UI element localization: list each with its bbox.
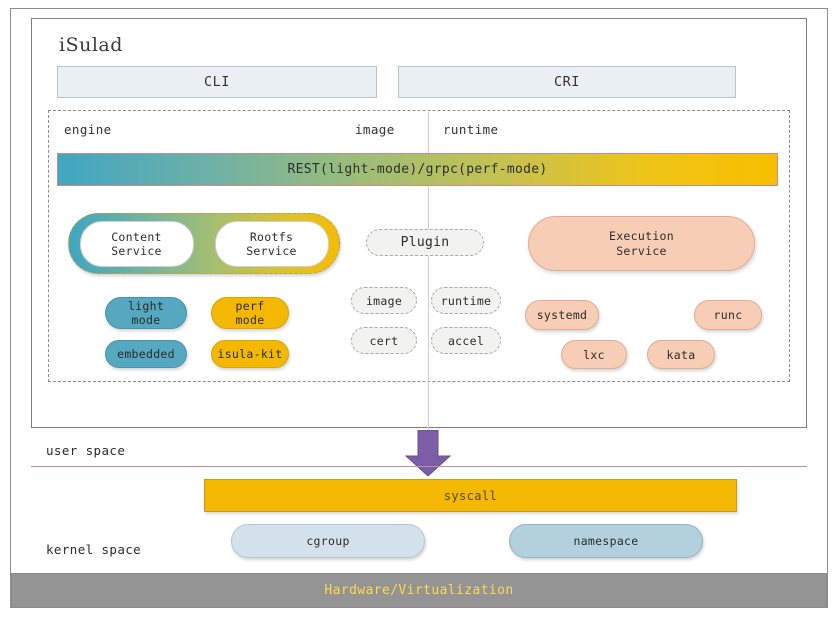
mode-embedded-label: embedded [117,347,175,361]
syscall-label: syscall [443,488,498,503]
syscall-bar: syscall [204,479,737,512]
namespace-label: namespace [573,534,639,548]
rest-grpc-label: REST(light-mode)/grpc(perf-mode) [287,162,548,177]
content-service-line2: Service [111,243,162,258]
rootfs-service-line2: Service [246,243,297,258]
column-label-engine: engine [64,122,112,137]
user-kernel-divider [31,466,807,467]
interface-box-cli[interactable]: CLI [57,66,377,98]
down-arrow-icon [404,430,452,476]
runtime-pill-kata[interactable]: kata [647,340,715,369]
interface-box-cri[interactable]: CRI [398,66,736,98]
runtime-pill-lxc[interactable]: lxc [561,340,627,369]
column-label-image: image [355,122,395,137]
plugin-accel-label: accel [447,333,485,348]
plugin-header-pill[interactable]: Plugin [366,229,484,256]
rootfs-service-pill[interactable]: Rootfs Service [214,220,329,267]
content-service-line1: Content [111,229,162,244]
mode-pill-perf-mode[interactable]: perf mode [211,297,289,329]
page-title: iSulad [59,34,123,56]
execution-service-pill[interactable]: Execution Service [528,216,755,271]
plugin-image-label: image [365,293,403,308]
mode-isulakit-label: isula-kit [217,347,283,361]
execution-service-line2: Service [616,243,667,258]
mode-light-line1: light [127,299,165,313]
plugin-runtime-label: runtime [440,293,492,308]
column-label-runtime: runtime [443,122,499,137]
plugin-cert-label: cert [369,333,399,348]
kernel-space-label: kernel space [46,542,142,557]
cgroup-label: cgroup [306,534,350,548]
plugin-pill-image[interactable]: image [351,287,417,314]
vertical-divider [428,112,429,430]
runtime-lxc-label: lxc [583,347,605,362]
mode-pill-light-mode[interactable]: light mode [105,297,187,329]
plugin-header-label: Plugin [400,235,450,250]
execution-service-line1: Execution [608,228,674,243]
mode-perf-line2: mode [235,313,265,327]
plugin-pill-accel[interactable]: accel [431,327,501,354]
kernel-pill-cgroup[interactable]: cgroup [231,524,425,558]
content-service-pill[interactable]: Content Service [79,220,194,267]
hardware-label: Hardware/Virtualization [324,583,514,598]
runtime-pill-runc[interactable]: runc [694,300,762,330]
mode-pill-isula-kit[interactable]: isula-kit [211,340,289,368]
rootfs-service-line1: Rootfs [249,229,294,244]
mode-light-line2: mode [131,313,161,327]
interface-label-cri: CRI [554,74,580,90]
user-space-label: user space [46,443,126,458]
mode-perf-line1: perf [235,299,265,313]
engine-dashed-panel [48,110,790,382]
plugin-pill-cert[interactable]: cert [351,327,417,354]
runtime-pill-systemd[interactable]: systemd [525,300,599,330]
rest-grpc-bar: REST(light-mode)/grpc(perf-mode) [57,153,778,186]
kernel-pill-namespace[interactable]: namespace [509,524,703,558]
runtime-systemd-label: systemd [536,308,588,322]
runtime-runc-label: runc [713,308,743,322]
plugin-pill-runtime[interactable]: runtime [431,287,501,314]
runtime-kata-label: kata [666,347,696,362]
hardware-virtualization-bar: Hardware/Virtualization [11,573,827,608]
mode-pill-embedded[interactable]: embedded [105,340,187,368]
interface-label-cli: CLI [204,74,230,90]
service-group-pill: Content Service Rootfs Service [68,213,340,274]
